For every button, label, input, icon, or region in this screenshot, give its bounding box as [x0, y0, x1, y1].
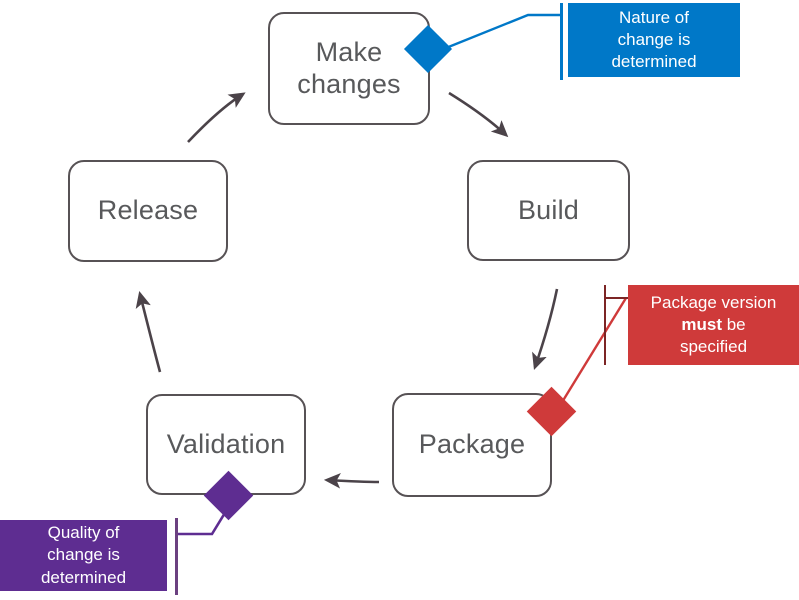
callout-line-2: change is — [617, 29, 691, 49]
callout-stem-blue — [560, 3, 563, 80]
node-validation-label: Validation — [166, 428, 286, 459]
node-make-changes-label: Make changes — [297, 37, 400, 101]
node-label-line-2: changes — [297, 68, 401, 99]
leader-line-blue — [440, 13, 560, 52]
node-label-line-1: Make — [315, 36, 383, 67]
node-package[interactable]: Package — [392, 393, 552, 497]
arrow-release-to-make-changes — [187, 92, 246, 143]
arrow-validation-to-release — [135, 290, 162, 373]
leader-line-red — [554, 297, 628, 413]
callout-line-1: Nature of — [619, 7, 689, 27]
callout-stem-purple — [175, 518, 178, 595]
arrow-package-to-validation — [323, 472, 380, 489]
node-release-label: Release — [97, 195, 199, 226]
node-make-changes[interactable]: Make changes — [268, 12, 430, 125]
callout-stem-red — [604, 285, 606, 365]
callout-line-2: must be — [681, 314, 746, 334]
callout-line-3: specified — [679, 337, 748, 357]
callout-line-1: Quality of — [47, 523, 120, 543]
node-package-label: Package — [418, 429, 526, 460]
callout-line-1: Package version — [650, 292, 777, 312]
arrow-make-changes-to-build — [448, 91, 509, 138]
callout-bold-word: must — [681, 314, 722, 334]
callout-line-2: change is — [47, 545, 120, 565]
node-release[interactable]: Release — [68, 160, 228, 262]
callout-nature-of-change[interactable]: Nature of change is determined — [568, 3, 740, 77]
callout-package-version[interactable]: Package version must be specified — [628, 285, 799, 365]
node-build-label: Build — [517, 194, 580, 225]
callout-quality-of-change[interactable]: Quality of change is determined — [0, 520, 167, 591]
arrow-build-to-package — [532, 288, 559, 370]
callout-line-3: determined — [40, 567, 127, 587]
node-build[interactable]: Build — [467, 160, 630, 261]
callout-line-3: determined — [611, 52, 697, 72]
